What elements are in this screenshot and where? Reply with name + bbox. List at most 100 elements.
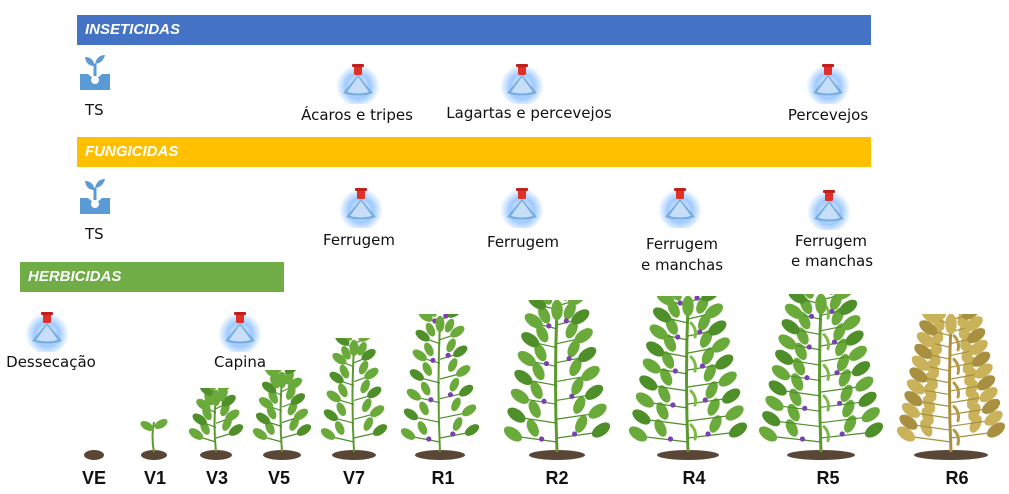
- leaf: [916, 332, 935, 348]
- leaf: [446, 338, 456, 353]
- leaf: [661, 351, 675, 369]
- leaf: [652, 307, 672, 323]
- leaf: [707, 398, 720, 416]
- leaf: [452, 417, 463, 431]
- soil-mound: [200, 450, 232, 460]
- leaf: [896, 426, 916, 442]
- leaf: [801, 294, 815, 299]
- leaf: [255, 412, 271, 425]
- insecticide-seed-treatment-label: TS: [85, 101, 104, 119]
- leaf: [573, 396, 586, 414]
- leaf: [361, 398, 372, 413]
- stage-label-r5: R5: [816, 468, 840, 488]
- flower: [445, 352, 451, 358]
- flower: [543, 360, 550, 367]
- leaf: [669, 296, 682, 301]
- flower: [806, 344, 812, 350]
- flower: [569, 393, 575, 399]
- stem: [948, 321, 953, 453]
- leaf: [360, 379, 370, 394]
- soil-mound: [529, 450, 585, 460]
- leaf: [361, 348, 376, 361]
- stage-label-v5: V5: [267, 468, 291, 488]
- pod: [689, 389, 697, 407]
- leaf: [967, 328, 986, 344]
- herbicides-band: HERBICIDAS: [20, 262, 284, 292]
- leaf: [403, 408, 419, 421]
- flower: [566, 355, 572, 362]
- leaf: [140, 421, 154, 431]
- herbicide-application-label: Capina: [213, 353, 267, 371]
- leaf: [569, 358, 582, 377]
- spray-nozzle-icon: [806, 184, 852, 234]
- leaf: [447, 314, 462, 318]
- herbicide-application-label: Dessecação: [6, 353, 96, 371]
- pod: [822, 363, 830, 381]
- leaf: [507, 407, 526, 423]
- leaf: [635, 392, 654, 408]
- pod: [689, 423, 697, 441]
- plant-r1: [400, 314, 480, 460]
- leaf: [722, 388, 741, 404]
- leaf: [899, 414, 918, 430]
- flower: [426, 436, 432, 442]
- leaf: [656, 402, 669, 420]
- leaf: [530, 381, 543, 400]
- leaf: [765, 395, 784, 411]
- leaf: [835, 294, 854, 300]
- flower: [572, 431, 578, 437]
- leaf: [901, 402, 921, 418]
- leaf: [277, 371, 287, 389]
- leaf: [768, 380, 787, 396]
- leaf: [400, 428, 416, 440]
- leaf: [979, 387, 998, 403]
- leaf: [370, 405, 385, 418]
- leaf: [526, 419, 539, 437]
- fungicide-application-label: e manchas: [790, 252, 874, 270]
- plant-v7: [320, 338, 388, 460]
- leaf: [715, 354, 734, 370]
- leaf: [656, 296, 675, 306]
- leaf: [972, 351, 991, 367]
- spray-nozzle-icon: [24, 306, 70, 356]
- stage-label-v1: V1: [143, 468, 167, 488]
- leaf: [188, 428, 204, 440]
- leaf: [705, 381, 718, 399]
- leaf: [762, 411, 781, 427]
- leaf: [461, 404, 477, 417]
- plant-r4: [628, 296, 748, 460]
- fungicides-band: FUNGICIDAS: [77, 137, 871, 167]
- leaf: [284, 370, 300, 374]
- leaf: [775, 349, 794, 365]
- leaf: [425, 322, 436, 337]
- leaf: [320, 428, 336, 440]
- leaf: [842, 315, 861, 331]
- leaf: [534, 343, 547, 362]
- plant-v5: [252, 370, 312, 460]
- leaf: [290, 393, 306, 405]
- leaf: [571, 377, 584, 396]
- leaf: [581, 365, 600, 382]
- flower: [539, 436, 545, 442]
- leaf: [528, 300, 547, 310]
- leaf: [451, 397, 461, 412]
- flower: [802, 405, 808, 411]
- leaf: [417, 421, 428, 435]
- leaf: [211, 389, 221, 407]
- leaf: [225, 409, 240, 422]
- soil-mound: [657, 450, 719, 460]
- leaf: [293, 408, 309, 421]
- fungicide-application-label: Ferrugem: [795, 232, 867, 250]
- pod: [689, 321, 697, 339]
- leaf: [264, 370, 280, 378]
- leaf: [921, 314, 940, 324]
- spray-nozzle-icon: [657, 182, 703, 232]
- stem: [818, 301, 823, 453]
- leaf: [663, 334, 677, 352]
- leaf: [701, 296, 720, 302]
- leaf: [778, 334, 797, 350]
- leaf: [704, 303, 724, 319]
- leaf: [703, 364, 716, 382]
- flower: [705, 431, 711, 437]
- leaf: [914, 343, 933, 359]
